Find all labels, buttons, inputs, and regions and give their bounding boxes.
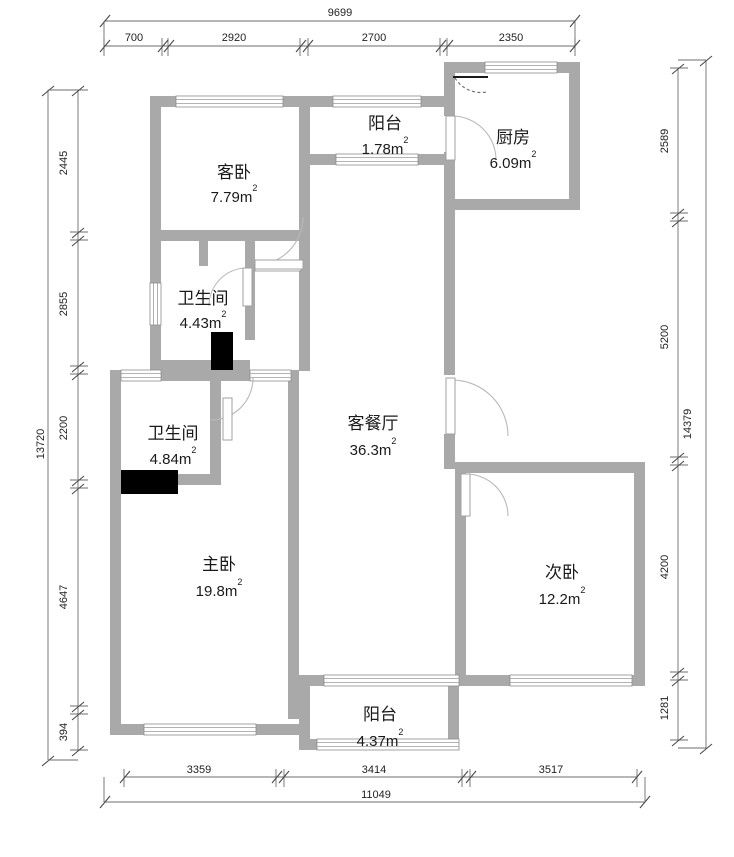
shaft-block-icon (121, 470, 178, 494)
room-name-second-bedroom: 次卧 (545, 563, 579, 582)
wall-segment (288, 459, 299, 719)
wall-segment (444, 152, 455, 210)
wall-segment (448, 675, 459, 750)
window-icon (175, 95, 284, 108)
wall-segment (634, 462, 645, 686)
room-area-second-bedroom: 12.2m2 (539, 585, 586, 608)
shaft-block-icon (211, 332, 233, 372)
dim-top-seg-3: 2700 (362, 32, 386, 44)
doors-group (208, 76, 509, 517)
dim-bottom-seg-3: 3517 (539, 764, 563, 776)
dim-bottom-seg-1: 3359 (187, 764, 211, 776)
dim-left-seg-5: 394 (58, 723, 70, 741)
wall-segment (150, 96, 161, 232)
wall-segment (288, 370, 299, 470)
wall-segment (444, 62, 455, 116)
dim-left-seg-4: 4647 (58, 585, 70, 609)
dim-right-seg-4: 1281 (659, 696, 671, 720)
window-icon (249, 369, 292, 382)
dim-top-seg-4: 2350 (499, 32, 523, 44)
room-label-guest-bedroom: 客卧 7.79m2 (211, 163, 258, 206)
window-icon (120, 369, 162, 382)
room-label-bathroom-1: 卫生间 4.43m2 (178, 289, 229, 332)
door-swing-icon[interactable] (208, 267, 253, 307)
wall-segment (299, 675, 310, 750)
door-swing-icon[interactable] (445, 115, 497, 161)
dim-right-seg-3: 4200 (659, 555, 671, 579)
door-swing-icon[interactable] (445, 377, 509, 437)
room-name-bathroom-2: 卫生间 (148, 424, 199, 443)
dimension-chain-left: 13720 2445 2855 2200 4647 394 (35, 85, 88, 767)
dimension-chain-bottom: 3359 3414 3517 11049 (99, 764, 651, 809)
door-swing-icon[interactable] (453, 76, 488, 94)
room-area-bathroom-2: 4.84m2 (150, 445, 197, 468)
window-icon (509, 674, 633, 687)
wall-segment (210, 370, 221, 485)
room-name-kitchen: 厨房 (496, 128, 530, 147)
room-area-master-bedroom: 19.8m2 (196, 577, 243, 600)
wall-segment (150, 360, 250, 371)
room-name-north-balcony: 阳台 (368, 114, 402, 133)
dim-left-total: 13720 (35, 429, 47, 460)
room-name-guest-bedroom: 客卧 (217, 163, 251, 182)
room-area-south-balcony: 4.37m2 (357, 727, 404, 750)
wall-segment (299, 96, 310, 266)
dim-left-seg-3: 2200 (58, 416, 70, 440)
wall-segment (455, 462, 645, 473)
room-label-living-dining: 客餐厅 36.3m2 (348, 414, 399, 459)
wall-segment (110, 370, 220, 381)
wall-segment (569, 62, 580, 210)
room-label-master-bedroom: 主卧 19.8m2 (196, 555, 243, 600)
room-name-south-balcony: 阳台 (363, 705, 397, 724)
wall-segment (110, 370, 121, 735)
room-label-north-balcony: 阳台 1.78m2 (362, 114, 409, 158)
dimension-chain-right: 14379 2589 5200 4200 1281 (659, 55, 713, 755)
room-labels-group: 客卧 7.79m2 阳台 1.78m2 厨房 6.09m2 卫生间 4.43m2… (148, 114, 586, 750)
wall-segment (150, 230, 305, 241)
door-swing-icon[interactable] (254, 216, 304, 270)
room-label-kitchen: 厨房 6.09m2 (490, 128, 537, 172)
room-area-kitchen: 6.09m2 (490, 149, 537, 172)
dim-bottom-total: 11049 (361, 789, 391, 801)
room-name-living-dining: 客餐厅 (348, 414, 399, 433)
room-area-living-dining: 36.3m2 (350, 436, 397, 459)
door-swing-icon[interactable] (210, 377, 254, 441)
dimension-chain-top: 9699 700 2920 2700 2350 (99, 7, 581, 56)
wall-segment (455, 473, 466, 686)
room-area-north-balcony: 1.78m2 (362, 135, 409, 158)
room-name-master-bedroom: 主卧 (202, 555, 236, 574)
dim-bottom-seg-2: 3414 (362, 764, 386, 776)
windows-group (120, 61, 633, 751)
dim-right-seg-1: 2589 (659, 129, 671, 153)
window-icon (323, 674, 460, 687)
wall-segment (199, 236, 208, 266)
door-swing-icon[interactable] (460, 473, 509, 517)
window-icon (335, 153, 419, 166)
dim-top-seg-2: 2920 (222, 32, 246, 44)
window-icon (149, 282, 162, 326)
dim-right-seg-2: 5200 (659, 325, 671, 349)
dim-top-total: 9699 (328, 7, 352, 19)
window-icon (316, 738, 460, 751)
room-label-second-bedroom: 次卧 12.2m2 (539, 563, 586, 608)
wall-segment (444, 199, 580, 210)
dim-top-seg-1: 700 (125, 32, 143, 44)
room-area-bathroom-1: 4.43m2 (180, 309, 227, 332)
wall-segment (444, 434, 455, 469)
dim-right-total: 14379 (682, 409, 694, 440)
room-area-guest-bedroom: 7.79m2 (211, 183, 258, 206)
room-label-bathroom-2: 卫生间 4.84m2 (148, 424, 199, 468)
window-icon (332, 95, 422, 108)
window-icon (484, 61, 558, 74)
room-label-south-balcony: 阳台 4.37m2 (357, 705, 404, 750)
dim-left-seg-2: 2855 (58, 292, 70, 316)
room-name-bathroom-1: 卫生间 (178, 289, 229, 308)
window-icon (143, 723, 257, 736)
wall-segment (299, 266, 310, 371)
wall-segment (444, 199, 455, 375)
dim-left-seg-1: 2445 (58, 151, 70, 175)
